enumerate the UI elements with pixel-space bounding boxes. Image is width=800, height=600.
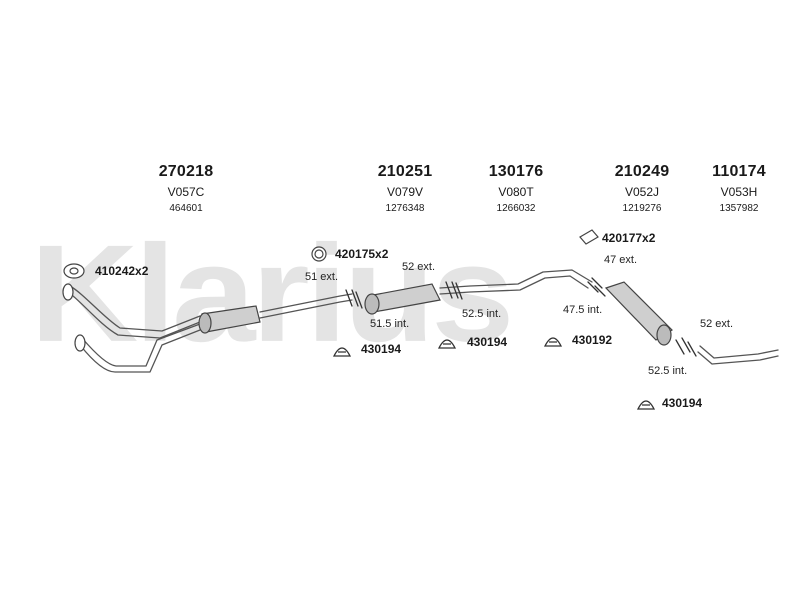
part-code: V052J [624,185,660,199]
oe-number: 1266032 [496,203,536,214]
joint-mark [445,281,463,300]
part-code: V053H [720,185,758,199]
dimension-label: 52.5 int. [462,308,502,320]
rubber-mount-icon [543,337,563,347]
flange-gasket [74,334,86,352]
rubber-mount-icon [437,339,457,349]
rear-muffler-end [656,324,672,346]
joint-mark [587,277,606,297]
rubber-mount-icon [636,400,656,410]
part-column-270218: 270218 V057C 464601 [131,163,241,214]
front-muffler-inlet [198,312,212,334]
joint-mark [675,337,697,357]
dimension-label: 51.5 int. [370,318,410,330]
front-pipe-lower-inner [81,323,201,367]
connector-pipe [439,275,589,295]
front-pipe-upper-inner [69,285,201,332]
mid-pipe-inner [259,293,353,313]
fitting-label: 410242x2 [95,264,149,278]
rear-muffler [604,281,673,341]
front-pipe-upper [67,291,201,339]
oe-number: 1357982 [719,203,759,214]
dimension-label: 47 ext. [604,254,638,266]
dimension-label: 52.5 int. [648,365,688,377]
part-number: 210251 [377,163,433,180]
joint-mark [345,289,363,309]
part-number: 130176 [488,163,544,180]
dimension-label: 51 ext. [305,271,339,283]
oe-number: 1276348 [385,203,425,214]
mid-pipe [259,299,353,319]
tail-pipe-inner [699,345,779,359]
fitting-label: 430194 [467,335,508,349]
front-pipe-lower [79,329,201,373]
part-column-210251: 210251 V079V 1276348 [350,163,460,214]
part-code: V057C [167,185,205,199]
fitting-label: 420177x2 [602,231,656,245]
fitting-label: 430192 [572,333,613,347]
part-number: 210249 [614,163,670,180]
connector-pipe-inner [439,269,593,289]
fitting-label: 420175x2 [335,247,389,261]
part-code: V080T [498,185,534,199]
dimension-label: 47.5 int. [563,304,603,316]
rubber-mount-icon [332,347,352,357]
oe-number: 464601 [169,203,203,214]
ring-clamp-icon-inner [314,249,324,259]
oe-number: 1219276 [622,203,662,214]
flange-gasket [62,283,74,301]
part-column-110174: 110174 V053H 1357982 [684,163,794,214]
part-code: V079V [386,185,424,199]
part-column-130176: 130176 V080T 1266032 [461,163,571,214]
part-column-210249: 210249 V052J 1219276 [587,163,697,214]
clamp-icon [579,229,599,245]
fitting-label: 430194 [361,342,402,356]
fitting-label: 430194 [662,396,703,410]
center-muffler-inlet [364,293,380,315]
dimension-label: 52 ext. [402,261,436,273]
tail-pipe [697,351,779,365]
part-number: 270218 [158,163,214,180]
dimension-label: 52 ext. [700,318,734,330]
part-number: 110174 [712,163,766,180]
gasket-icon-hole [69,267,79,275]
